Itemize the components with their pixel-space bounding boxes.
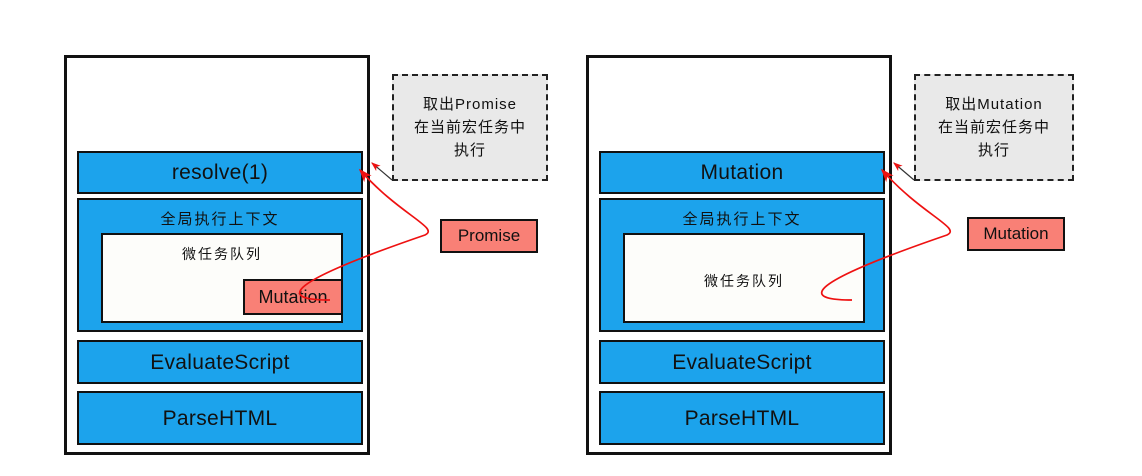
stack-frame-evaluate-left-label: EvaluateScript	[150, 350, 290, 374]
callout-left: 取出Promise 在当前宏任务中 执行	[392, 74, 548, 181]
stack-frame-evaluate-right-label: EvaluateScript	[672, 350, 812, 374]
call-stack-panel-before: resolve(1) 全局执行上下文 微任务队列 Mutation Evalua…	[64, 55, 370, 455]
arrow-left-callout-pointer	[371, 162, 393, 181]
callout-right-line-1: 取出Mutation	[945, 95, 1043, 113]
global-execution-context-right-label: 全局执行上下文	[682, 211, 802, 228]
callout-left-line-2: 在当前宏任务中	[413, 118, 526, 136]
global-execution-context-left: 全局执行上下文 微任务队列 Mutation	[77, 198, 363, 332]
microtask-queue-right: 微任务队列	[623, 233, 865, 323]
stack-frame-parse-left-label: ParseHTML	[162, 406, 278, 430]
microtask-queue-left: 微任务队列 Mutation	[101, 233, 343, 323]
stack-frame-parse-right-label: ParseHTML	[684, 406, 800, 430]
microtask-chip-mutation-left-label: Mutation	[258, 286, 328, 307]
stack-frame-parse-right: ParseHTML	[599, 391, 885, 445]
callout-right-line-2: 在当前宏任务中	[937, 118, 1050, 136]
stack-frame-top-right: Mutation	[599, 151, 885, 194]
floating-chip-promise-label: Promise	[457, 226, 521, 245]
stack-frame-top-left-label: resolve(1)	[171, 161, 269, 184]
microtask-queue-right-label: 微任务队列	[704, 273, 784, 289]
callout-left-line-3: 执行	[453, 142, 486, 160]
callout-right: 取出Mutation 在当前宏任务中 执行	[914, 74, 1074, 181]
floating-chip-mutation[interactable]: Mutation	[967, 217, 1065, 251]
arrow-right-callout-pointer	[893, 162, 915, 181]
global-execution-context-left-label: 全局执行上下文	[160, 211, 280, 228]
stack-frame-evaluate-left: EvaluateScript	[77, 340, 363, 384]
stack-frame-top-right-label: Mutation	[700, 161, 784, 184]
floating-chip-promise[interactable]: Promise	[440, 219, 538, 253]
global-execution-context-right: 全局执行上下文 微任务队列	[599, 198, 885, 332]
stack-frame-top-left: resolve(1)	[77, 151, 363, 194]
stack-frame-evaluate-right: EvaluateScript	[599, 340, 885, 384]
callout-left-line-1: 取出Promise	[422, 95, 517, 113]
floating-chip-mutation-label: Mutation	[983, 224, 1049, 243]
call-stack-panel-after: Mutation 全局执行上下文 微任务队列 EvaluateScript Pa…	[586, 55, 892, 455]
microtask-chip-mutation-left[interactable]: Mutation	[243, 279, 343, 315]
microtask-queue-left-label: 微任务队列	[182, 246, 262, 262]
callout-right-line-3: 执行	[977, 142, 1010, 160]
stack-frame-parse-left: ParseHTML	[77, 391, 363, 445]
